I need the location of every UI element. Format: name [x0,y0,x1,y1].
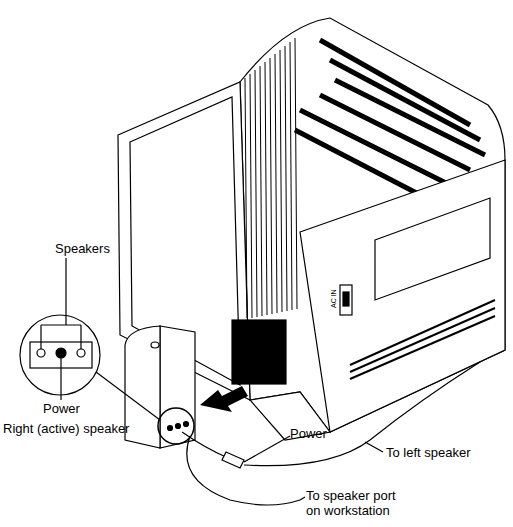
left-speaker-cable [244,362,480,466]
power-cable [182,432,228,458]
cables [182,362,480,505]
jack [77,349,85,357]
part-label: Right (active) speaker [3,421,129,436]
monitor-base [250,392,330,440]
speaker-logo [151,342,159,348]
back-grille [350,300,495,379]
jack [56,348,66,358]
callout [20,258,160,420]
part-label: To left speaker [386,445,471,460]
power-leader [60,358,61,400]
back-panel [300,160,505,432]
side-vent [232,320,286,384]
callout-leader [96,372,160,420]
left-speaker-leader [365,442,383,452]
power-leader [244,436,290,462]
workstation-cable [187,436,300,505]
speaker-side [160,326,195,448]
part-label: To speaker port on workstation [306,488,408,518]
part-label: Speakers [55,241,110,256]
jack [168,426,173,431]
callout-circle [20,315,100,395]
speaker-front [125,326,160,448]
back-inset [375,198,490,300]
top-vents [295,40,485,200]
part-label: Power [43,401,80,416]
speakers-bracket [41,258,81,349]
jack [176,424,181,429]
workstation-leader [300,497,305,500]
direction-arrow [200,386,248,412]
connector-label: AC IN [330,289,338,308]
speaker [125,326,195,448]
jack [37,349,45,357]
ac-socket [340,285,352,315]
plug [222,452,244,468]
side-ribs [245,38,297,318]
jack [184,422,189,427]
ac-socket-pin [343,292,349,306]
part-label: Power [290,426,327,441]
